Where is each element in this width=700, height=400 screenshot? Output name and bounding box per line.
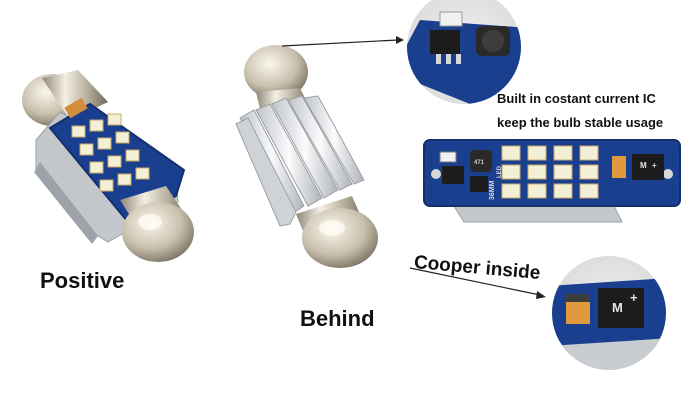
- capacitor: [612, 156, 626, 178]
- board-brand: LED: [497, 165, 503, 178]
- ic-closeup: [407, 0, 521, 104]
- led-array: [71, 113, 150, 192]
- bulb-end-cap: [244, 45, 308, 99]
- rectifier-closeup: [598, 288, 644, 328]
- sign-plus-closeup: +: [630, 290, 638, 305]
- bulb-tip: [122, 202, 194, 262]
- ic-caption-line2: keep the bulb stable usage: [497, 115, 664, 130]
- pcb-board: M + 471 36MM LED: [423, 139, 681, 223]
- heat-sink-fins: [235, 95, 365, 227]
- inductor-small: [470, 150, 492, 172]
- ic-caption-line1: Built in costant current IC: [497, 91, 656, 106]
- resistor-icon: [64, 97, 88, 119]
- sign-plus: +: [652, 161, 657, 170]
- ic-chip: [430, 30, 460, 54]
- inductor-code: 471: [474, 160, 485, 166]
- positive-label: Positive: [40, 268, 125, 293]
- arrow-to-ic: [281, 36, 404, 47]
- board-code: 36MM: [489, 180, 496, 200]
- behind-bulb: [235, 45, 378, 268]
- board-base-plate: [453, 205, 623, 223]
- positive-bulb: [22, 70, 194, 262]
- arrow-to-cooper: [409, 267, 546, 299]
- bulb-tip: [302, 208, 378, 268]
- behind-label: Behind: [300, 306, 375, 331]
- bridge-rectifier: [632, 154, 664, 180]
- sign-minus-closeup: M: [612, 300, 623, 315]
- ic-chip-small: [442, 166, 464, 184]
- led-array-board: [501, 145, 599, 199]
- cooper-closeup: M +: [552, 256, 666, 370]
- sign-minus: M: [640, 161, 647, 170]
